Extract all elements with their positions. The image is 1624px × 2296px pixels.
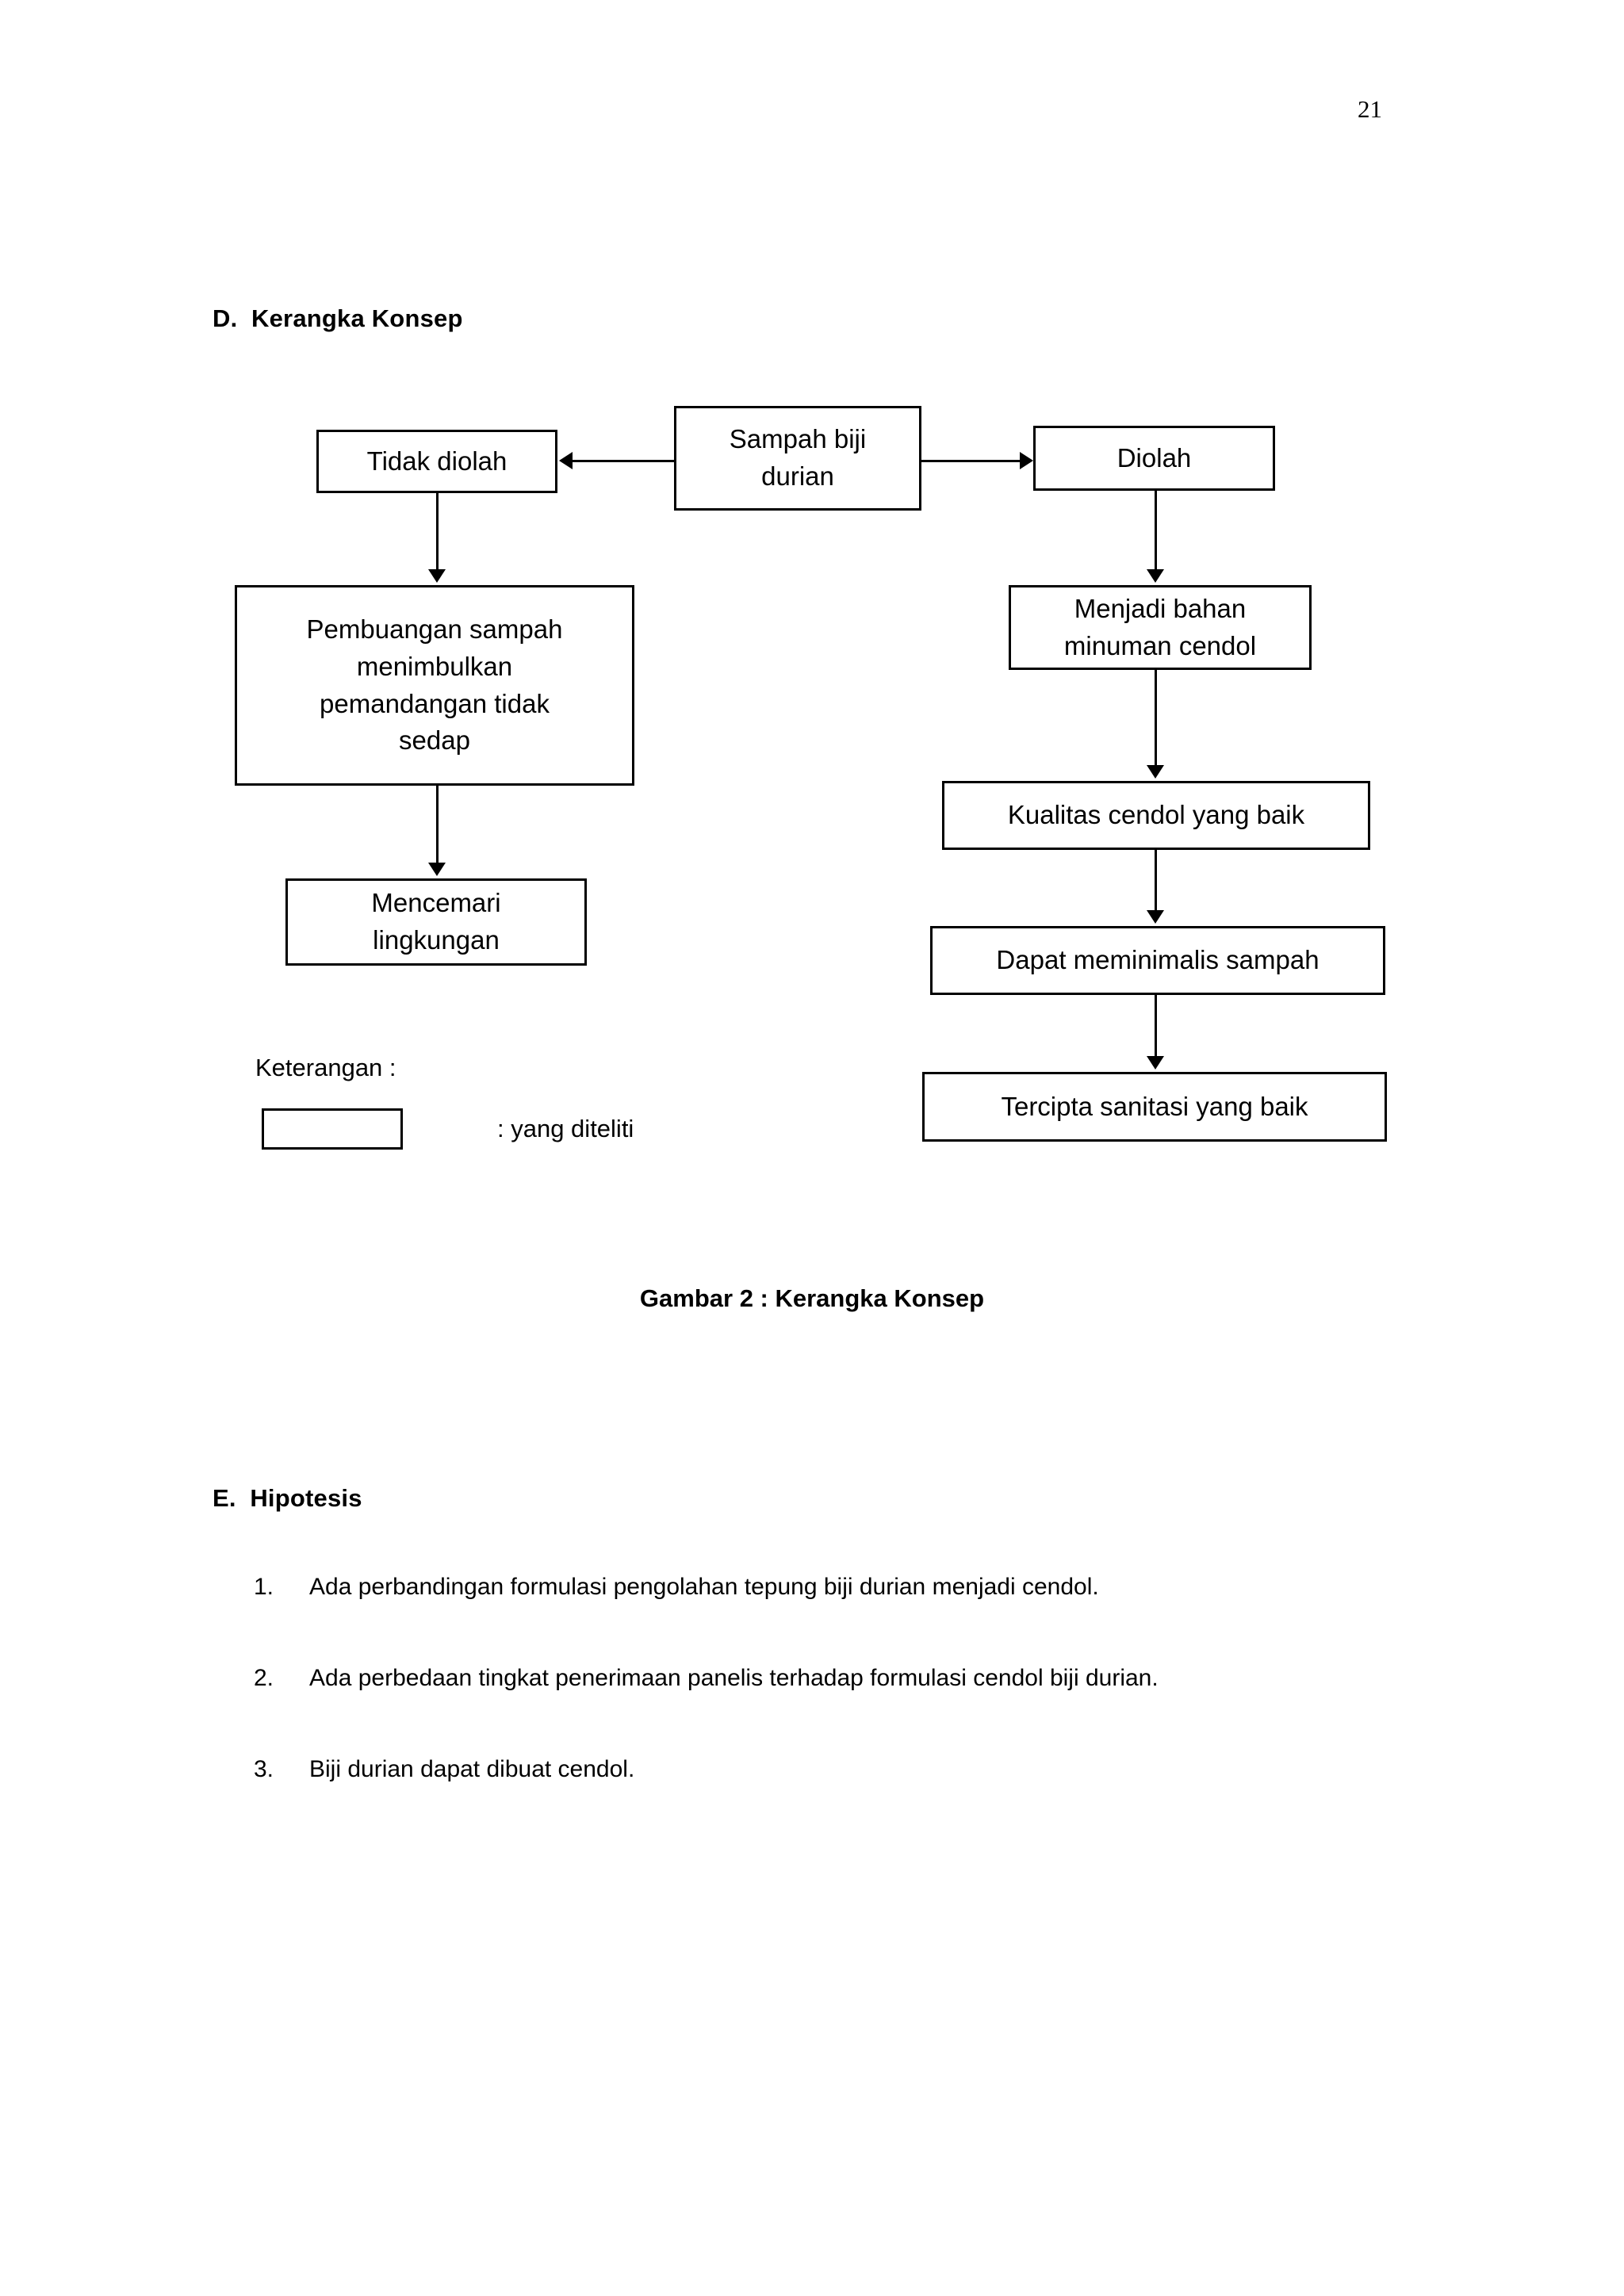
arrowhead-menjadi xyxy=(1147,569,1164,583)
hypothesis-item: Biji durian dapat dibuat cendol. xyxy=(309,1756,635,1782)
arrowhead-tidak-diolah xyxy=(559,452,573,469)
hypothesis-item: Ada perbedaan tingkat penerimaan panelis… xyxy=(309,1665,1159,1691)
arrowhead-dapat xyxy=(1147,910,1164,924)
flow-node-tercipta-sanitasi-yang-baik: Tercipta sanitasi yang baik xyxy=(922,1072,1387,1142)
hypothesis-number: 1. xyxy=(254,1574,274,1600)
flow-node-tidak-diolah: Tidak diolah xyxy=(316,430,557,493)
flow-node-mencemari-lingkungan: Mencemari lingkungan xyxy=(285,878,587,966)
connector-pembuangan-to-mencemari xyxy=(436,786,439,865)
hypothesis-number: 2. xyxy=(254,1665,274,1691)
figure-caption: Gambar 2 : Kerangka Konsep xyxy=(639,1284,985,1312)
section-heading-hipotesis: E. Hipotesis xyxy=(213,1484,362,1512)
connector-menjadi-to-kualitas xyxy=(1155,670,1157,767)
hypothesis-item: Ada perbandingan formulasi pengolahan te… xyxy=(309,1574,1099,1600)
flow-node-pembuangan-sampah: Pembuangan sampah menimbulkan pemandanga… xyxy=(235,585,634,786)
flow-node-diolah: Diolah xyxy=(1033,426,1275,491)
arrowhead-pembuangan xyxy=(428,569,446,583)
connector-diolah-to-menjadi xyxy=(1155,491,1157,572)
arrowhead-mencemari xyxy=(428,863,446,876)
flow-node-menjadi-bahan-minuman-cendol: Menjadi bahan minuman cendol xyxy=(1009,585,1312,670)
flow-node-kualitas-cendol-yang-baik: Kualitas cendol yang baik xyxy=(942,781,1370,850)
connector-tidak-diolah-to-pembuangan xyxy=(436,493,439,572)
arrowhead-diolah xyxy=(1020,452,1033,469)
page-number: 21 xyxy=(1358,95,1382,123)
connector-sampah-to-tidak-diolah xyxy=(573,460,674,462)
flow-node-dapat-meminimalis-sampah: Dapat meminimalis sampah xyxy=(930,926,1385,995)
flow-node-sampah-biji-durian: Sampah biji durian xyxy=(674,406,921,511)
section-heading-kerangka-konsep: D. Kerangka Konsep xyxy=(213,304,463,332)
connector-dapat-to-tercipta xyxy=(1155,995,1157,1058)
connector-kualitas-to-dapat xyxy=(1155,850,1157,913)
legend-swatch-box xyxy=(262,1108,403,1150)
legend-swatch-meaning: : yang diteliti xyxy=(497,1115,634,1142)
hypothesis-number: 3. xyxy=(254,1756,274,1782)
connector-sampah-to-diolah xyxy=(921,460,1020,462)
arrowhead-tercipta xyxy=(1147,1056,1164,1070)
flowchart-kerangka-konsep: Tidak diolah Sampah biji durian Diolah P… xyxy=(235,406,1387,1150)
legend-label: Keterangan : xyxy=(255,1054,396,1081)
arrowhead-kualitas xyxy=(1147,765,1164,779)
